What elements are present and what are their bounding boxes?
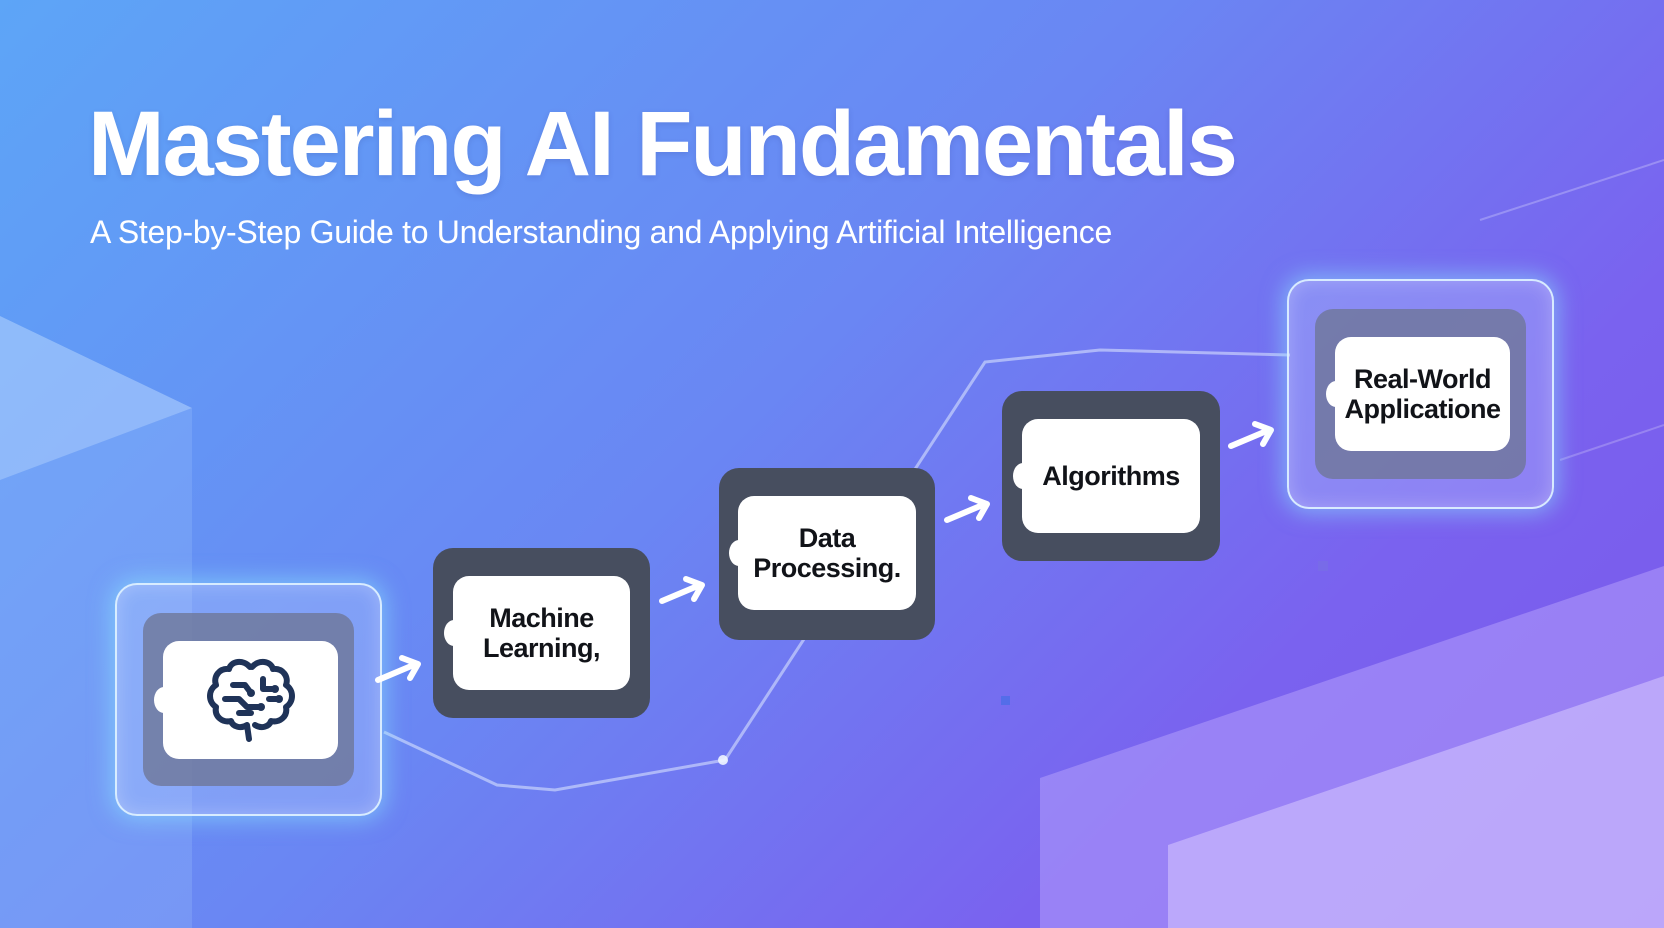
step-label: Real-World Applicatione [1344, 363, 1501, 424]
step-algorithms: Algorithms [1002, 391, 1220, 561]
arrow-icon [375, 655, 421, 683]
arrow-icon [659, 576, 705, 604]
step-card: Real-World Applicatione [1326, 337, 1510, 451]
brain-icon [206, 659, 295, 742]
slide-title: Mastering AI Fundamentals [88, 93, 1238, 195]
arrow-icon [1228, 421, 1274, 449]
slide-subtitle: A Step-by-Step Guide to Understanding an… [90, 214, 1113, 250]
step-brain-start [115, 583, 382, 816]
step-card: Data Processing. [729, 496, 916, 610]
step-real-world-applications: Real-World Applicatione [1287, 279, 1554, 509]
brain-card [154, 641, 338, 759]
step-data-processing: Data Processing. [719, 468, 935, 640]
step-card: Machine Learning, [444, 576, 630, 690]
step-label: Algorithms [1042, 460, 1180, 491]
step-label: Machine Learning, [482, 602, 601, 663]
arrow-icon [944, 495, 990, 523]
step-label: Data Processing. [753, 522, 901, 583]
step-machine-learning: Machine Learning, [433, 548, 650, 718]
step-card: Algorithms [1013, 419, 1200, 533]
